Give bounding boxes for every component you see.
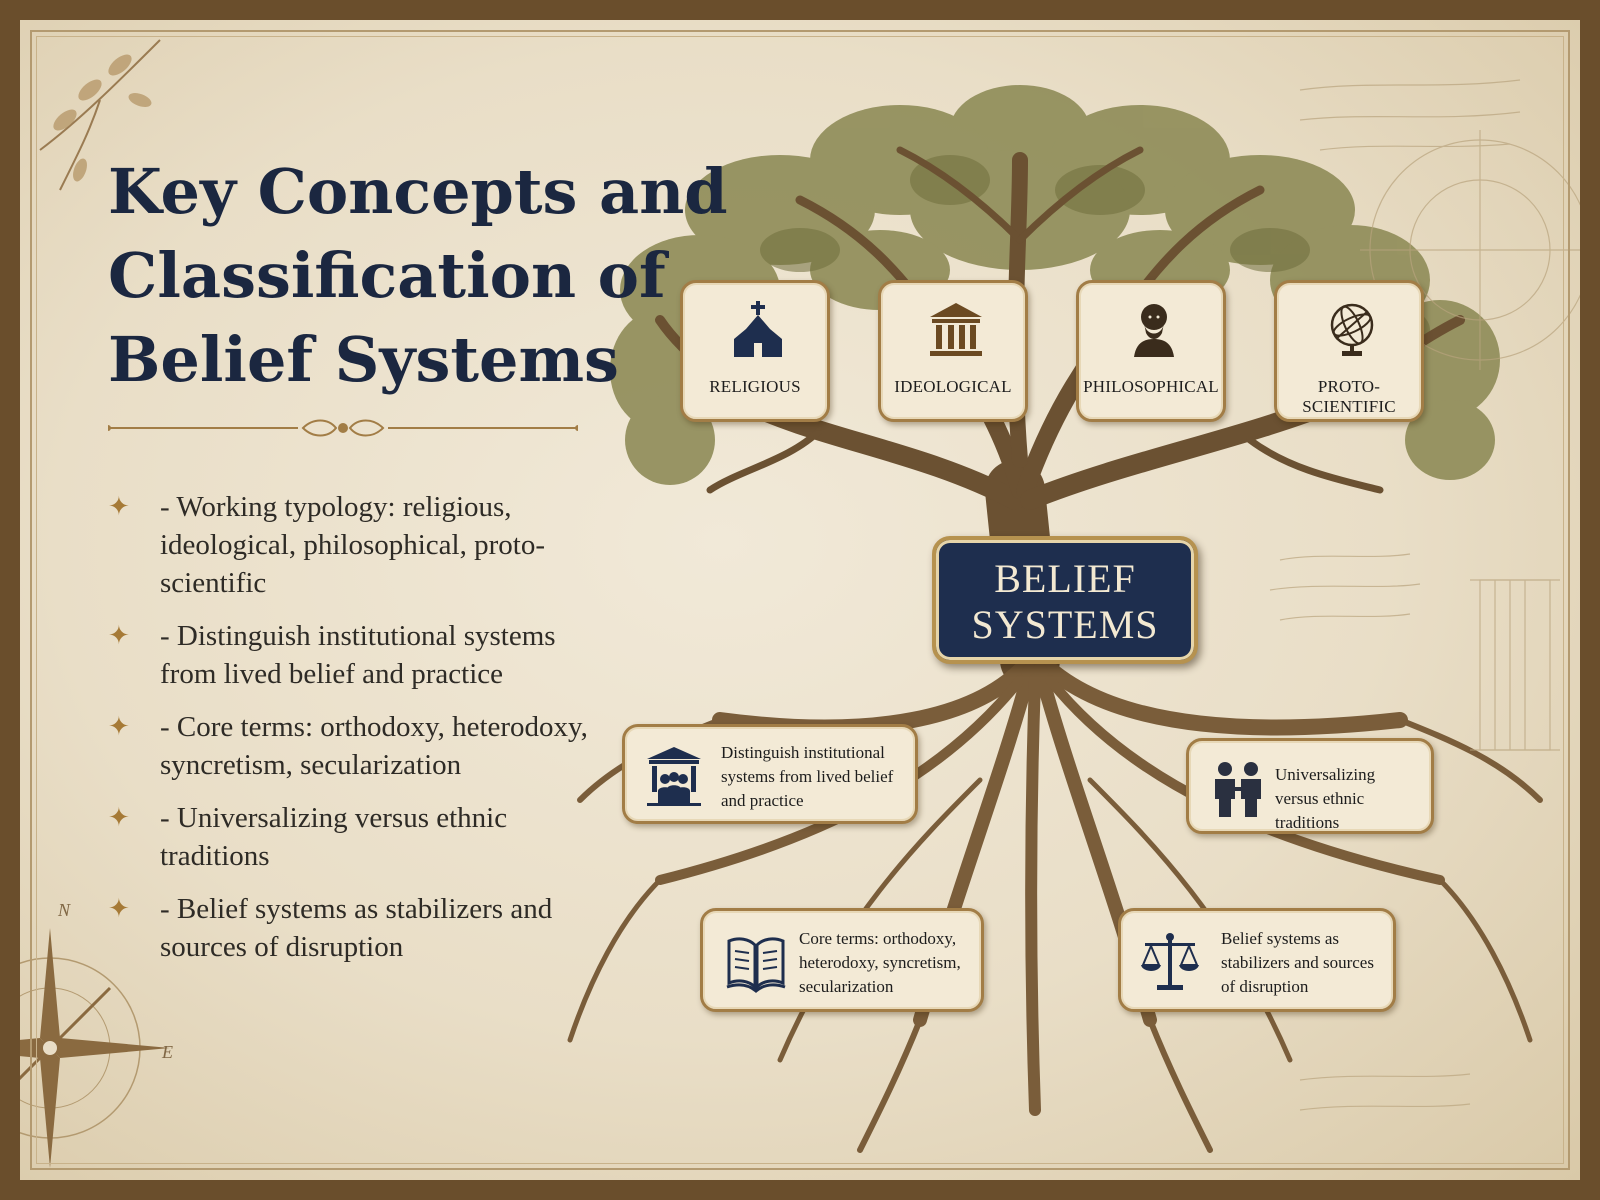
star-bullet-icon: ✦	[108, 803, 130, 832]
columns-building-icon	[930, 303, 982, 356]
branch-node-philosophical: PHILOSOPHICAL	[1076, 280, 1226, 422]
branch-node-ideological: IDEOLOGICAL	[878, 280, 1028, 422]
branch-label: RELIGIOUS	[709, 377, 801, 396]
bullet-text: - Core terms: orthodoxy, heterodoxy, syn…	[160, 711, 588, 781]
branch-label: IDEOLOGICAL	[894, 377, 1012, 396]
bullet-text: - Belief systems as stabilizers and sour…	[160, 893, 553, 963]
page-title: Key Concepts and Classification of Belie…	[108, 150, 728, 402]
open-book-icon	[726, 937, 786, 993]
armillary-sphere-icon	[1330, 303, 1374, 356]
branch-node-religious: RELIGIOUS	[680, 280, 830, 422]
bullet-item: ✦ - Core terms: orthodoxy, heterodoxy, s…	[108, 708, 588, 784]
bullet-text: - Distinguish institutional systems from…	[160, 620, 556, 690]
branch-node-proto-scientific: PROTO-SCIENTIFIC	[1274, 280, 1424, 422]
compass-east-label: E	[162, 1042, 173, 1062]
institution-people-icon	[647, 747, 701, 806]
bullet-item: ✦ - Working typology: religious, ideolog…	[108, 488, 588, 602]
bullet-text: - Universalizing versus ethnic tradition…	[160, 802, 508, 872]
scales-icon	[1141, 933, 1199, 990]
root-node-institutional: Distinguish institutional systems from l…	[622, 724, 918, 824]
star-bullet-icon: ✦	[108, 894, 130, 923]
parchment-background: N E Key Concepts and Classification of B…	[20, 20, 1580, 1180]
center-label-line-1: BELIEF	[994, 556, 1136, 601]
root-node-stabilizers: Belief systems as stabilizers and source…	[1118, 908, 1396, 1012]
star-bullet-icon: ✦	[108, 621, 130, 650]
root-text: Core terms: orthodoxy, heterodoxy, syncr…	[799, 929, 961, 996]
root-node-universalizing: Universalizing versus ethnic traditions	[1186, 738, 1434, 834]
bullet-item: ✦ - Universalizing versus ethnic traditi…	[108, 799, 588, 875]
bullet-item: ✦ - Belief systems as stabilizers and so…	[108, 890, 588, 966]
title-line-2: Classification of	[108, 239, 666, 312]
center-label-line-2: SYSTEMS	[971, 602, 1159, 647]
bullet-text: - Working typology: religious, ideologic…	[160, 491, 545, 599]
title-line-1: Key Concepts and	[108, 155, 728, 228]
philosopher-bust-icon	[1134, 304, 1174, 357]
center-node-belief-systems: BELIEF SYSTEMS	[932, 536, 1198, 664]
bullet-item: ✦ - Distinguish institutional systems fr…	[108, 617, 588, 693]
leaf-sprig-decoration	[39, 39, 161, 191]
bullet-list: ✦ - Working typology: religious, ideolog…	[108, 488, 588, 981]
star-bullet-icon: ✦	[108, 712, 130, 741]
root-text: Universalizing versus ethnic traditions	[1275, 765, 1376, 832]
branch-label: PROTO-SCIENTIFIC	[1302, 377, 1396, 416]
title-line-3: Belief Systems	[108, 323, 619, 396]
root-text: Distinguish institutional systems from l…	[721, 743, 894, 810]
star-bullet-icon: ✦	[108, 492, 130, 521]
church-icon	[734, 301, 782, 357]
ornamental-divider	[108, 419, 578, 437]
branch-label: PHILOSOPHICAL	[1083, 377, 1219, 396]
root-node-core-terms: Core terms: orthodoxy, heterodoxy, syncr…	[700, 908, 984, 1012]
compass-rose	[20, 928, 170, 1168]
compass-north-label: N	[58, 900, 71, 920]
root-text: Belief systems as stabilizers and source…	[1221, 929, 1374, 996]
two-people-icon	[1215, 762, 1261, 817]
